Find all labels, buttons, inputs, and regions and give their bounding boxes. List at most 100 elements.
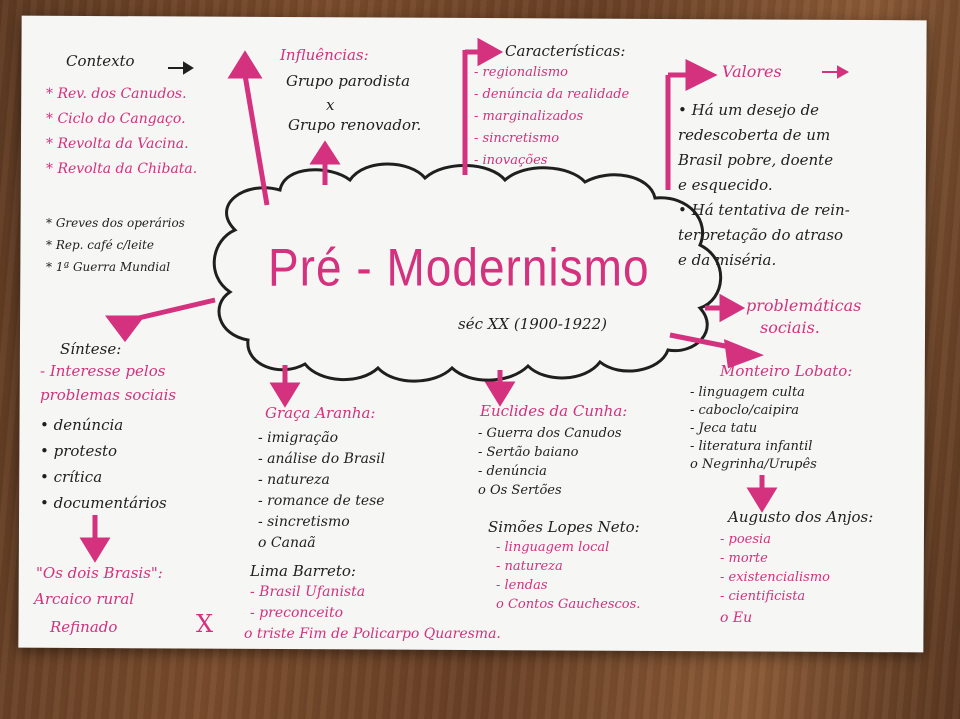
- arrow-head-problematicas: [719, 293, 746, 323]
- simoes-list: - linguagem local - natureza - lendas o …: [496, 538, 640, 614]
- list-item: • crítica: [40, 468, 103, 486]
- list-item: * Revolta da Vacina.: [46, 136, 189, 152]
- list-item: - linguagem culta: [690, 385, 805, 400]
- list-item: • protesto: [40, 442, 118, 460]
- list-item: Brasil pobre, doente: [678, 151, 834, 169]
- arrow-head-augusto: [746, 487, 778, 513]
- problematicas-line2: sociais.: [760, 318, 820, 337]
- list-item: - literatura infantil: [690, 439, 813, 454]
- sintese-pink-line1: - Interesse pelos: [40, 362, 166, 380]
- contexto-list: * Rev. dos Canudos. * Ciclo do Cangaço. …: [46, 82, 197, 182]
- list-item: * Ciclo do Cangaço.: [46, 111, 186, 127]
- list-item: redescoberta de um: [678, 126, 831, 144]
- euclides-heading: Euclides da Cunha:: [480, 402, 628, 420]
- list-item: - morte: [720, 551, 768, 566]
- arrow-contexto: [242, 74, 270, 206]
- dois-brasis-line2: Refinado: [50, 618, 118, 636]
- arrow-sintese: [129, 297, 216, 323]
- augusto-heading: Augusto dos Anjos:: [728, 508, 874, 526]
- arrow-head-caracteristicas: [477, 37, 504, 67]
- graca-list: - imigração - análise do Brasil - nature…: [258, 428, 385, 554]
- arrow-head-euclides: [484, 381, 516, 407]
- list-item: - poesia: [720, 532, 771, 547]
- arrow-head-valores: [685, 58, 718, 92]
- monteiro-heading: Monteiro Lobato:: [720, 362, 853, 380]
- caracteristicas-heading: Características:: [505, 42, 626, 60]
- list-item: - denúncia: [478, 464, 547, 479]
- list-item: - marginalizados: [474, 109, 584, 124]
- list-item: - existencialismo: [720, 570, 830, 585]
- influencias-item: x: [326, 96, 335, 114]
- list-item: - Jeca tatu: [690, 421, 758, 436]
- list-item: - inovações: [474, 153, 548, 168]
- list-item: * Rep. café c/leite: [46, 238, 154, 252]
- sintese-pink-line2: problemas sociais: [40, 386, 177, 404]
- list-item: - natureza: [496, 559, 563, 574]
- contexto-list-black: * Greves dos operários * Rep. café c/lei…: [46, 212, 185, 278]
- monteiro-list: - linguagem culta - caboclo/caipira - Je…: [690, 384, 817, 474]
- list-item: * 1ª Guerra Mundial: [46, 260, 171, 274]
- list-item: o Negrinha/Urupês: [690, 457, 817, 472]
- arrow-monteiro: [669, 332, 736, 351]
- list-item: o Canaã: [258, 535, 316, 551]
- list-item: o Os Sertões: [478, 483, 562, 498]
- sintese-list: • denúncia • protesto • crítica • docume…: [40, 412, 167, 516]
- caracteristicas-list: - regionalismo - denúncia da realidade -…: [474, 62, 629, 172]
- lima-item: - Brasil Ufanista: [250, 584, 366, 600]
- simoes-heading: Simões Lopes Neto:: [488, 518, 640, 536]
- list-item: o Contos Gauchescos.: [496, 597, 641, 612]
- center-cloud: [212, 162, 723, 383]
- valores-list: • Há um desejo de redescoberta de um Bra…: [678, 98, 850, 273]
- list-item: - natureza: [258, 472, 330, 488]
- list-item: • Há um desejo de: [678, 101, 820, 119]
- center-subtitle: séc XX (1900-1922): [458, 315, 607, 333]
- lima-item: - preconceito: [250, 605, 344, 621]
- lima-heading: Lima Barreto:: [250, 562, 356, 580]
- list-item: e da miséria.: [678, 251, 777, 269]
- list-item: - lendas: [496, 578, 548, 593]
- arrow-head-influencias: [309, 140, 341, 165]
- arrow-head-dois-brasis: [79, 537, 111, 563]
- influencias-heading: Influências:: [280, 46, 369, 64]
- arrows: [79, 37, 778, 563]
- list-item: * Revolta da Chibata.: [46, 161, 198, 177]
- list-item: e esquecido.: [678, 176, 773, 194]
- arrow-head-monteiro: [723, 339, 764, 369]
- list-item: - regionalismo: [474, 65, 569, 80]
- list-item: - análise do Brasil: [258, 451, 386, 467]
- contexto-heading: Contexto: [66, 52, 135, 70]
- graca-heading: Graça Aranha:: [265, 404, 376, 422]
- arrow-head-sintese: [105, 315, 145, 343]
- arrow-head-contexto: [227, 50, 263, 79]
- list-item: o Eu: [720, 610, 753, 626]
- list-item: - Guerra dos Canudos: [478, 426, 622, 441]
- dois-brasis-line1: Arcaico rural: [34, 590, 135, 608]
- euclides-list: - Guerra dos Canudos - Sertão baiano - d…: [478, 424, 622, 500]
- lima-item: o triste Fim de Policarpo Quaresma.: [244, 626, 501, 642]
- list-item: • Há tentativa de rein-: [678, 201, 850, 219]
- list-item: • denúncia: [40, 416, 124, 434]
- dois-brasis-heading: "Os dois Brasis":: [36, 564, 163, 582]
- list-item: - linguagem local: [496, 540, 610, 555]
- dois-brasis-cross: X: [196, 610, 214, 638]
- list-item: - sincretismo: [474, 131, 560, 146]
- influencias-item: Grupo parodista: [286, 72, 411, 90]
- center-title: Pré - Modernismo: [268, 237, 650, 297]
- list-item: - caboclo/caipira: [690, 403, 799, 418]
- list-item: - imigração: [258, 430, 339, 446]
- augusto-list: - poesia - morte - existencialismo - cie…: [720, 530, 830, 630]
- list-item: * Rev. dos Canudos.: [46, 86, 187, 102]
- list-item: - denúncia da realidade: [474, 87, 630, 102]
- valores-heading: Valores: [722, 62, 782, 81]
- list-item: - cientificista: [720, 589, 806, 604]
- list-item: • documentários: [40, 494, 167, 512]
- sintese-heading: Síntese:: [60, 340, 122, 358]
- list-item: terpretação do atraso: [678, 226, 844, 244]
- list-item: - Sertão baiano: [478, 445, 579, 460]
- list-item: * Greves dos operários: [46, 216, 185, 230]
- list-item: - sincretismo: [258, 514, 350, 530]
- list-item: - romance de tese: [258, 493, 385, 509]
- influencias-item: Grupo renovador.: [288, 116, 422, 134]
- arrow-head-graca: [269, 382, 301, 408]
